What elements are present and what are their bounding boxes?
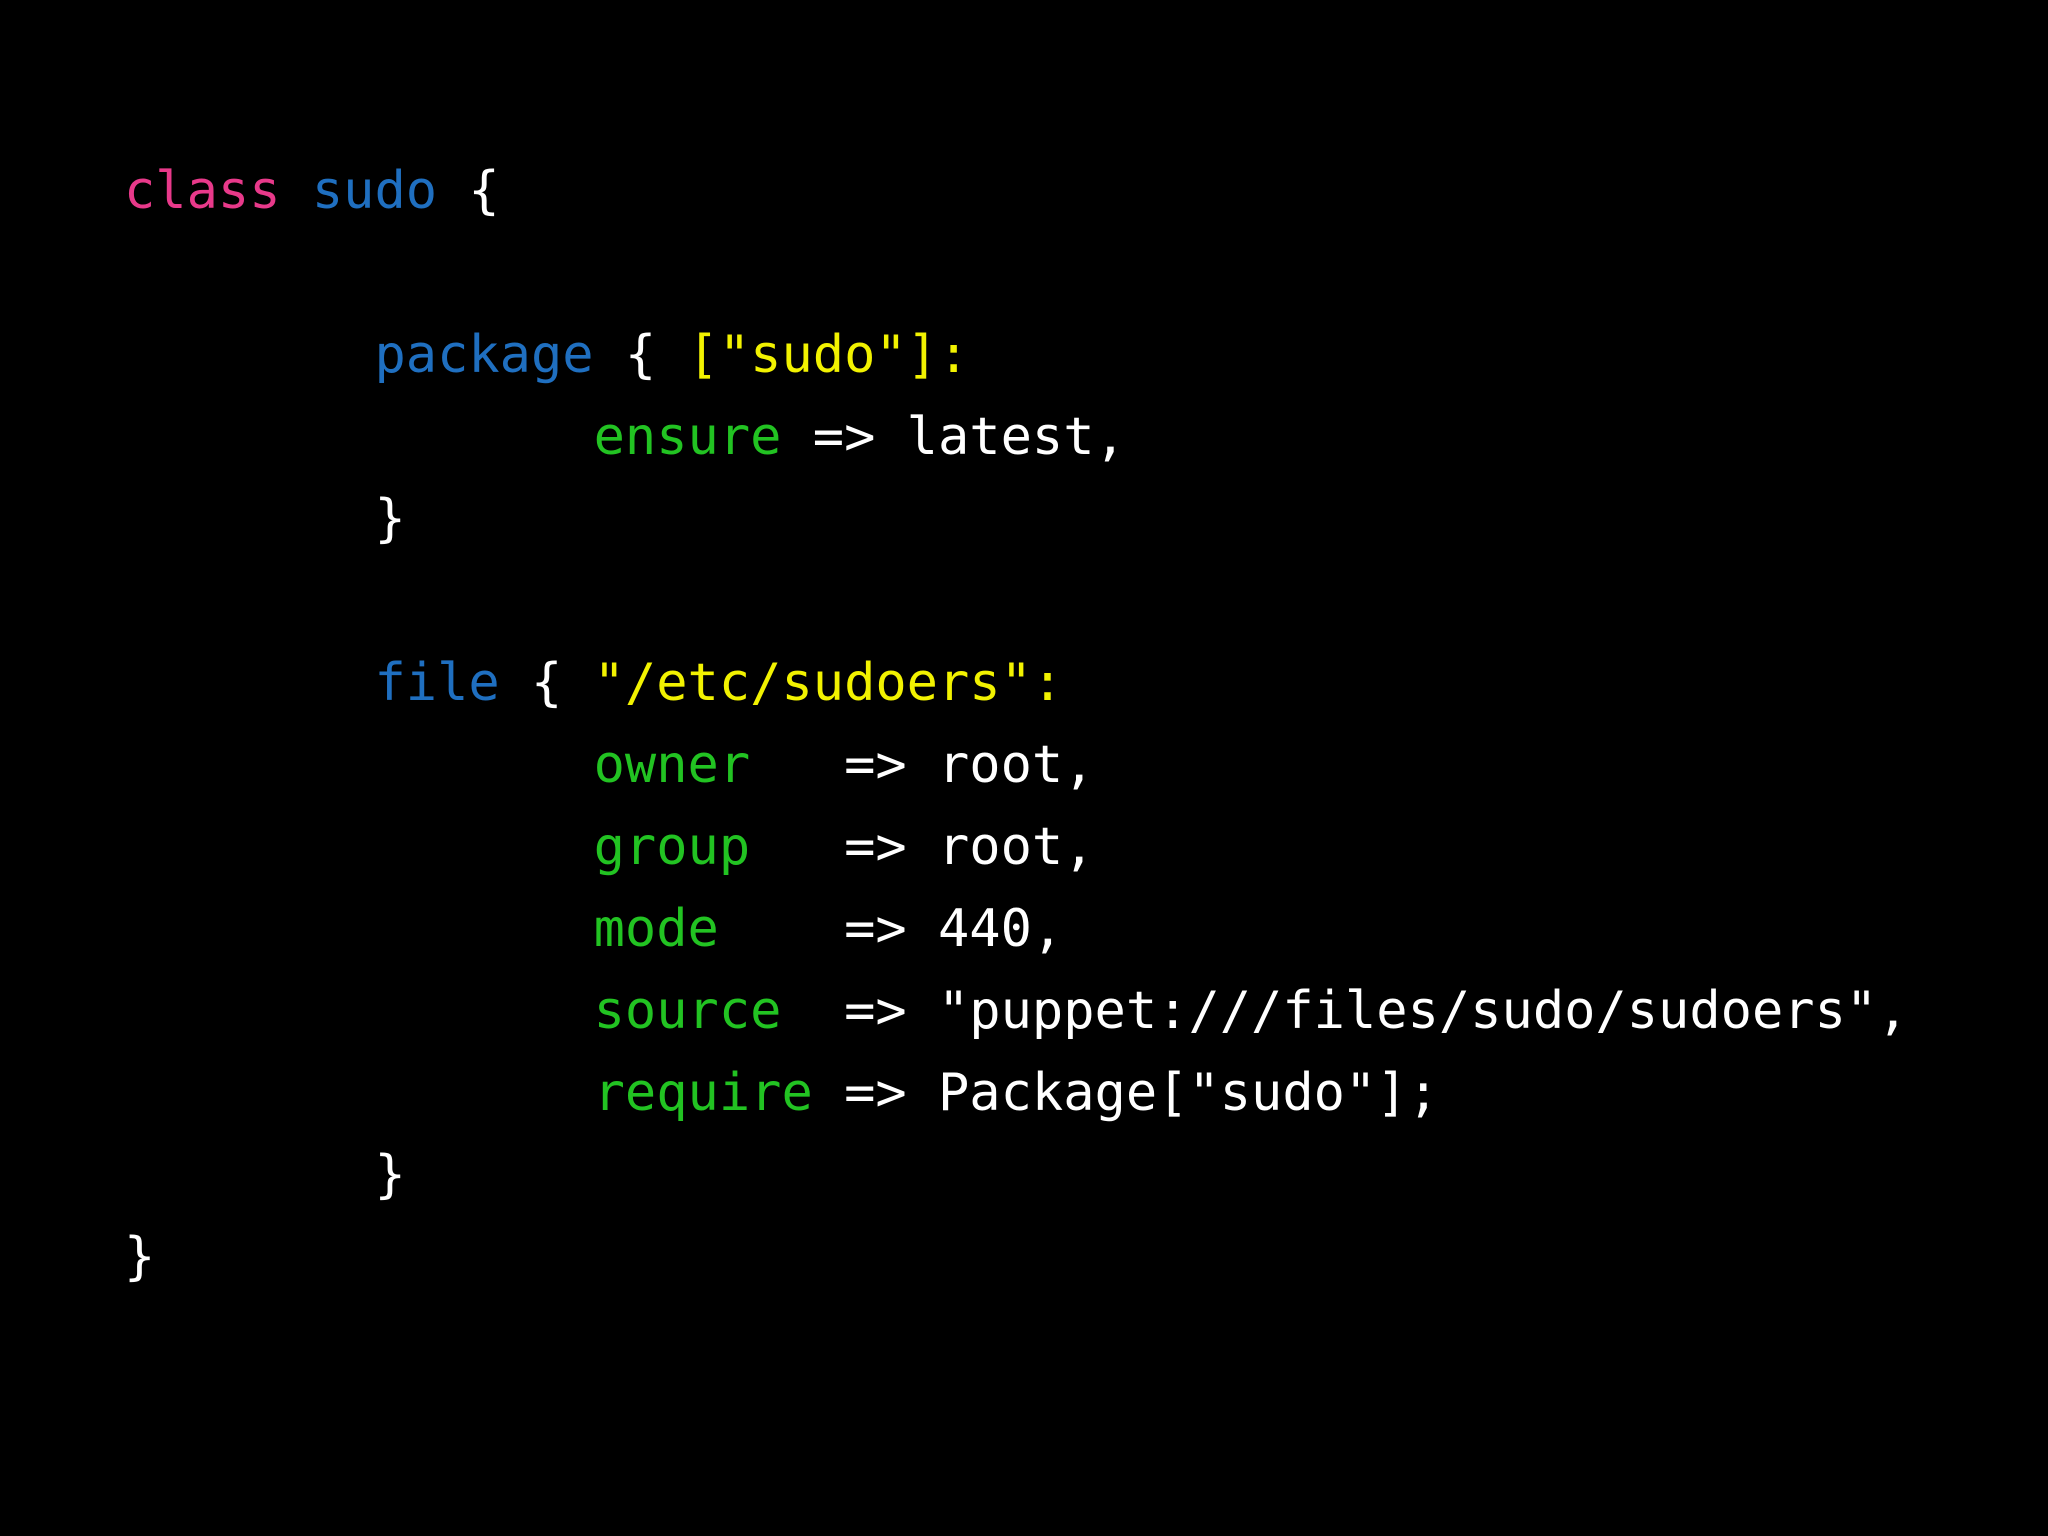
code-token-text: => Package["sudo"];: [812, 1063, 1439, 1123]
code-token-text: [281, 161, 312, 221]
code-token-identifier: sudo: [311, 161, 438, 221]
code-line: source => "puppet:///files/sudo/sudoers"…: [124, 970, 1909, 1052]
code-line: package { ["sudo"]:: [124, 314, 1909, 396]
code-token-text: }: [124, 1227, 156, 1287]
code-token-attribute: group: [593, 817, 751, 877]
code-token-text: [124, 1063, 594, 1123]
code-token-keyword: class: [124, 161, 281, 221]
code-token-string: "/etc/sudoers":: [593, 653, 1064, 713]
code-token-text: {: [499, 653, 594, 713]
code-token-identifier: file: [374, 653, 500, 713]
code-line: require => Package["sudo"];: [124, 1052, 1909, 1134]
code-token-text: => "puppet:///files/sudo/sudoers",: [781, 981, 1909, 1041]
code-line: [124, 560, 1909, 642]
code-token-text: [124, 653, 374, 713]
code-line: }: [124, 1216, 1909, 1298]
code-token-text: {: [437, 161, 500, 221]
code-token-text: [124, 407, 594, 467]
code-line: [124, 232, 1909, 314]
code-token-attribute: require: [593, 1063, 813, 1123]
code-line: group => root,: [124, 806, 1909, 888]
code-token-attribute: source: [593, 981, 782, 1041]
code-token-text: [124, 817, 594, 877]
code-line: file { "/etc/sudoers":: [124, 642, 1909, 724]
code-token-identifier: package: [374, 325, 594, 385]
code-token-text: [124, 735, 594, 795]
code-token-text: {: [593, 325, 688, 385]
code-token-text: [124, 899, 594, 959]
code-line: class sudo {: [124, 150, 1909, 232]
code-line: ensure => latest,: [124, 396, 1909, 478]
code-token-attribute: mode: [593, 899, 719, 959]
code-line: mode => 440,: [124, 888, 1909, 970]
code-token-string: ["sudo"]:: [687, 325, 970, 385]
code-token-attribute: owner: [593, 735, 751, 795]
code-token-text: [124, 981, 594, 1041]
code-block: class sudo { package { ["sudo"]: ensure …: [124, 150, 1909, 1298]
code-line: }: [124, 478, 1909, 560]
code-token-text: => root,: [750, 817, 1095, 877]
code-token-text: }: [124, 1145, 406, 1205]
code-token-text: => 440,: [718, 899, 1064, 959]
code-token-text: [124, 325, 374, 385]
code-token-text: }: [124, 489, 406, 549]
code-line: owner => root,: [124, 724, 1909, 806]
code-token-attribute: ensure: [593, 407, 782, 467]
code-token-text: => root,: [750, 735, 1095, 795]
code-token-text: => latest,: [781, 407, 1126, 467]
code-line: }: [124, 1134, 1909, 1216]
